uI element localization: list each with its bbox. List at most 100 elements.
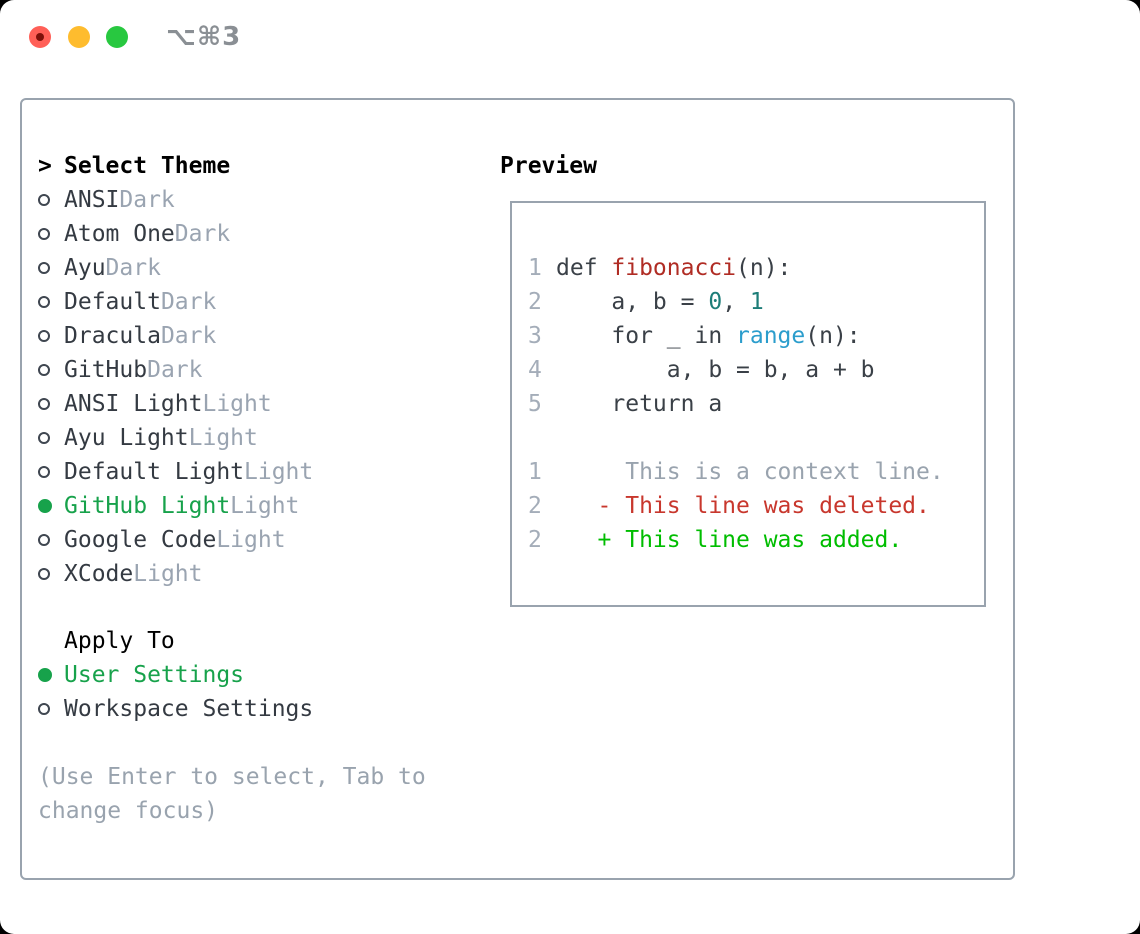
window-title-shortcut: ⌥⌘3 xyxy=(166,22,242,52)
theme-variant-tag: Light xyxy=(188,425,258,451)
line-number: 5 xyxy=(528,391,542,417)
preview-title: Preview xyxy=(500,153,597,179)
line-number: 1 xyxy=(528,255,542,281)
code-line: 3 for _ in range(n): xyxy=(528,319,984,353)
line-number: 3 xyxy=(528,323,542,349)
radio-unselected-icon xyxy=(38,466,64,478)
theme-list-title: Select Theme xyxy=(64,153,231,179)
code-token: 0 xyxy=(708,289,723,315)
theme-variant-tag: Light xyxy=(202,391,272,417)
line-number: 2 xyxy=(528,493,542,519)
line-number: 1 xyxy=(528,459,542,485)
code-token: (n): xyxy=(805,323,861,349)
code-line: 1 This is a context line. xyxy=(528,455,984,489)
theme-list-header-row: > Select Theme xyxy=(38,149,313,183)
code-token: + This line was added. xyxy=(556,527,903,553)
radio-unselected-icon xyxy=(38,398,64,410)
radio-unselected-icon xyxy=(38,228,64,240)
radio-unselected-icon xyxy=(38,330,64,342)
code-token: 1 xyxy=(749,289,764,315)
option-label: User Settings xyxy=(64,662,245,688)
code-line: 2 a, b = 0, 1 xyxy=(528,285,984,319)
theme-option[interactable]: ANSI Dark xyxy=(38,183,313,217)
option-label: Workspace Settings xyxy=(64,696,314,722)
option-label: Ayu xyxy=(64,255,106,281)
radio-selected-icon xyxy=(38,499,64,513)
option-label: ANSI xyxy=(64,187,120,213)
option-label: Ayu Light xyxy=(64,425,189,451)
theme-option[interactable]: XCode Light xyxy=(38,557,313,591)
theme-variant-tag: Dark xyxy=(160,323,217,349)
code-token: return a xyxy=(556,391,723,417)
code-token: def xyxy=(556,255,612,281)
theme-option[interactable]: GitHub Dark xyxy=(38,353,313,387)
radio-unselected-icon xyxy=(38,703,64,715)
theme-variant-tag: Dark xyxy=(147,357,203,383)
minimize-button[interactable] xyxy=(68,26,90,48)
line-number: 2 xyxy=(528,289,542,315)
apply-to-option[interactable]: User Settings xyxy=(38,658,313,692)
theme-option[interactable]: Ayu Dark xyxy=(38,251,313,285)
zoom-button[interactable] xyxy=(106,26,128,48)
apply-to-title: Apply To xyxy=(64,628,175,654)
option-label: XCode xyxy=(64,561,134,587)
radio-selected-icon xyxy=(38,668,64,682)
code-line: 2 - This line was deleted. xyxy=(528,489,984,523)
selection-cursor: > xyxy=(38,153,52,179)
close-button[interactable] xyxy=(29,26,51,48)
theme-variant-tag: Light xyxy=(230,493,300,519)
theme-option[interactable]: Atom One Dark xyxy=(38,217,313,251)
option-label: Dracula xyxy=(64,323,161,349)
code-token: range xyxy=(736,323,806,349)
code-line xyxy=(528,421,984,455)
code-line: 4 a, b = b, a + b xyxy=(528,353,984,387)
line-number: 4 xyxy=(528,357,542,383)
code-token: a, b = xyxy=(556,289,709,315)
radio-unselected-icon xyxy=(38,262,64,274)
radio-unselected-icon xyxy=(38,364,64,376)
window-titlebar: ⌥⌘3 xyxy=(0,0,1140,98)
option-label: ANSI Light xyxy=(64,391,203,417)
theme-option[interactable]: Ayu Light Light xyxy=(38,421,313,455)
code-line: 2 + This line was added. xyxy=(528,523,984,557)
code-line: 5 return a xyxy=(528,387,984,421)
option-label: Default xyxy=(64,289,161,315)
option-label: Google Code xyxy=(64,527,217,553)
keyboard-hint: (Use Enter to select, Tab to change focu… xyxy=(38,764,426,824)
theme-variant-tag: Dark xyxy=(174,221,231,247)
close-dot-icon xyxy=(36,33,44,41)
theme-option[interactable]: ANSI Light Light xyxy=(38,387,313,421)
line-number: 2 xyxy=(528,527,542,553)
code-token: for _ in xyxy=(556,323,737,349)
option-label: GitHub Light xyxy=(64,493,231,519)
option-label: GitHub xyxy=(64,357,148,383)
radio-unselected-icon xyxy=(38,296,64,308)
option-label: Default Light xyxy=(64,459,245,485)
theme-variant-tag: Light xyxy=(244,459,314,485)
radio-unselected-icon xyxy=(38,534,64,546)
option-label: Atom One xyxy=(64,221,175,247)
code-token: , xyxy=(722,289,750,315)
theme-option[interactable]: GitHub Light Light xyxy=(38,489,313,523)
code-token: - This line was deleted. xyxy=(556,493,930,519)
theme-variant-tag: Light xyxy=(216,527,286,553)
theme-option[interactable]: Default Dark xyxy=(38,285,313,319)
theme-option[interactable]: Default Light Light xyxy=(38,455,313,489)
theme-variant-tag: Dark xyxy=(160,289,217,315)
code-token: This is a context line. xyxy=(556,459,944,485)
theme-option[interactable]: Google Code Light xyxy=(38,523,313,557)
theme-variant-tag: Dark xyxy=(119,187,175,213)
theme-option[interactable]: Dracula Dark xyxy=(38,319,313,353)
code-token: (n): xyxy=(736,255,792,281)
apply-to-option[interactable]: Workspace Settings xyxy=(38,692,313,726)
radio-unselected-icon xyxy=(38,432,64,444)
